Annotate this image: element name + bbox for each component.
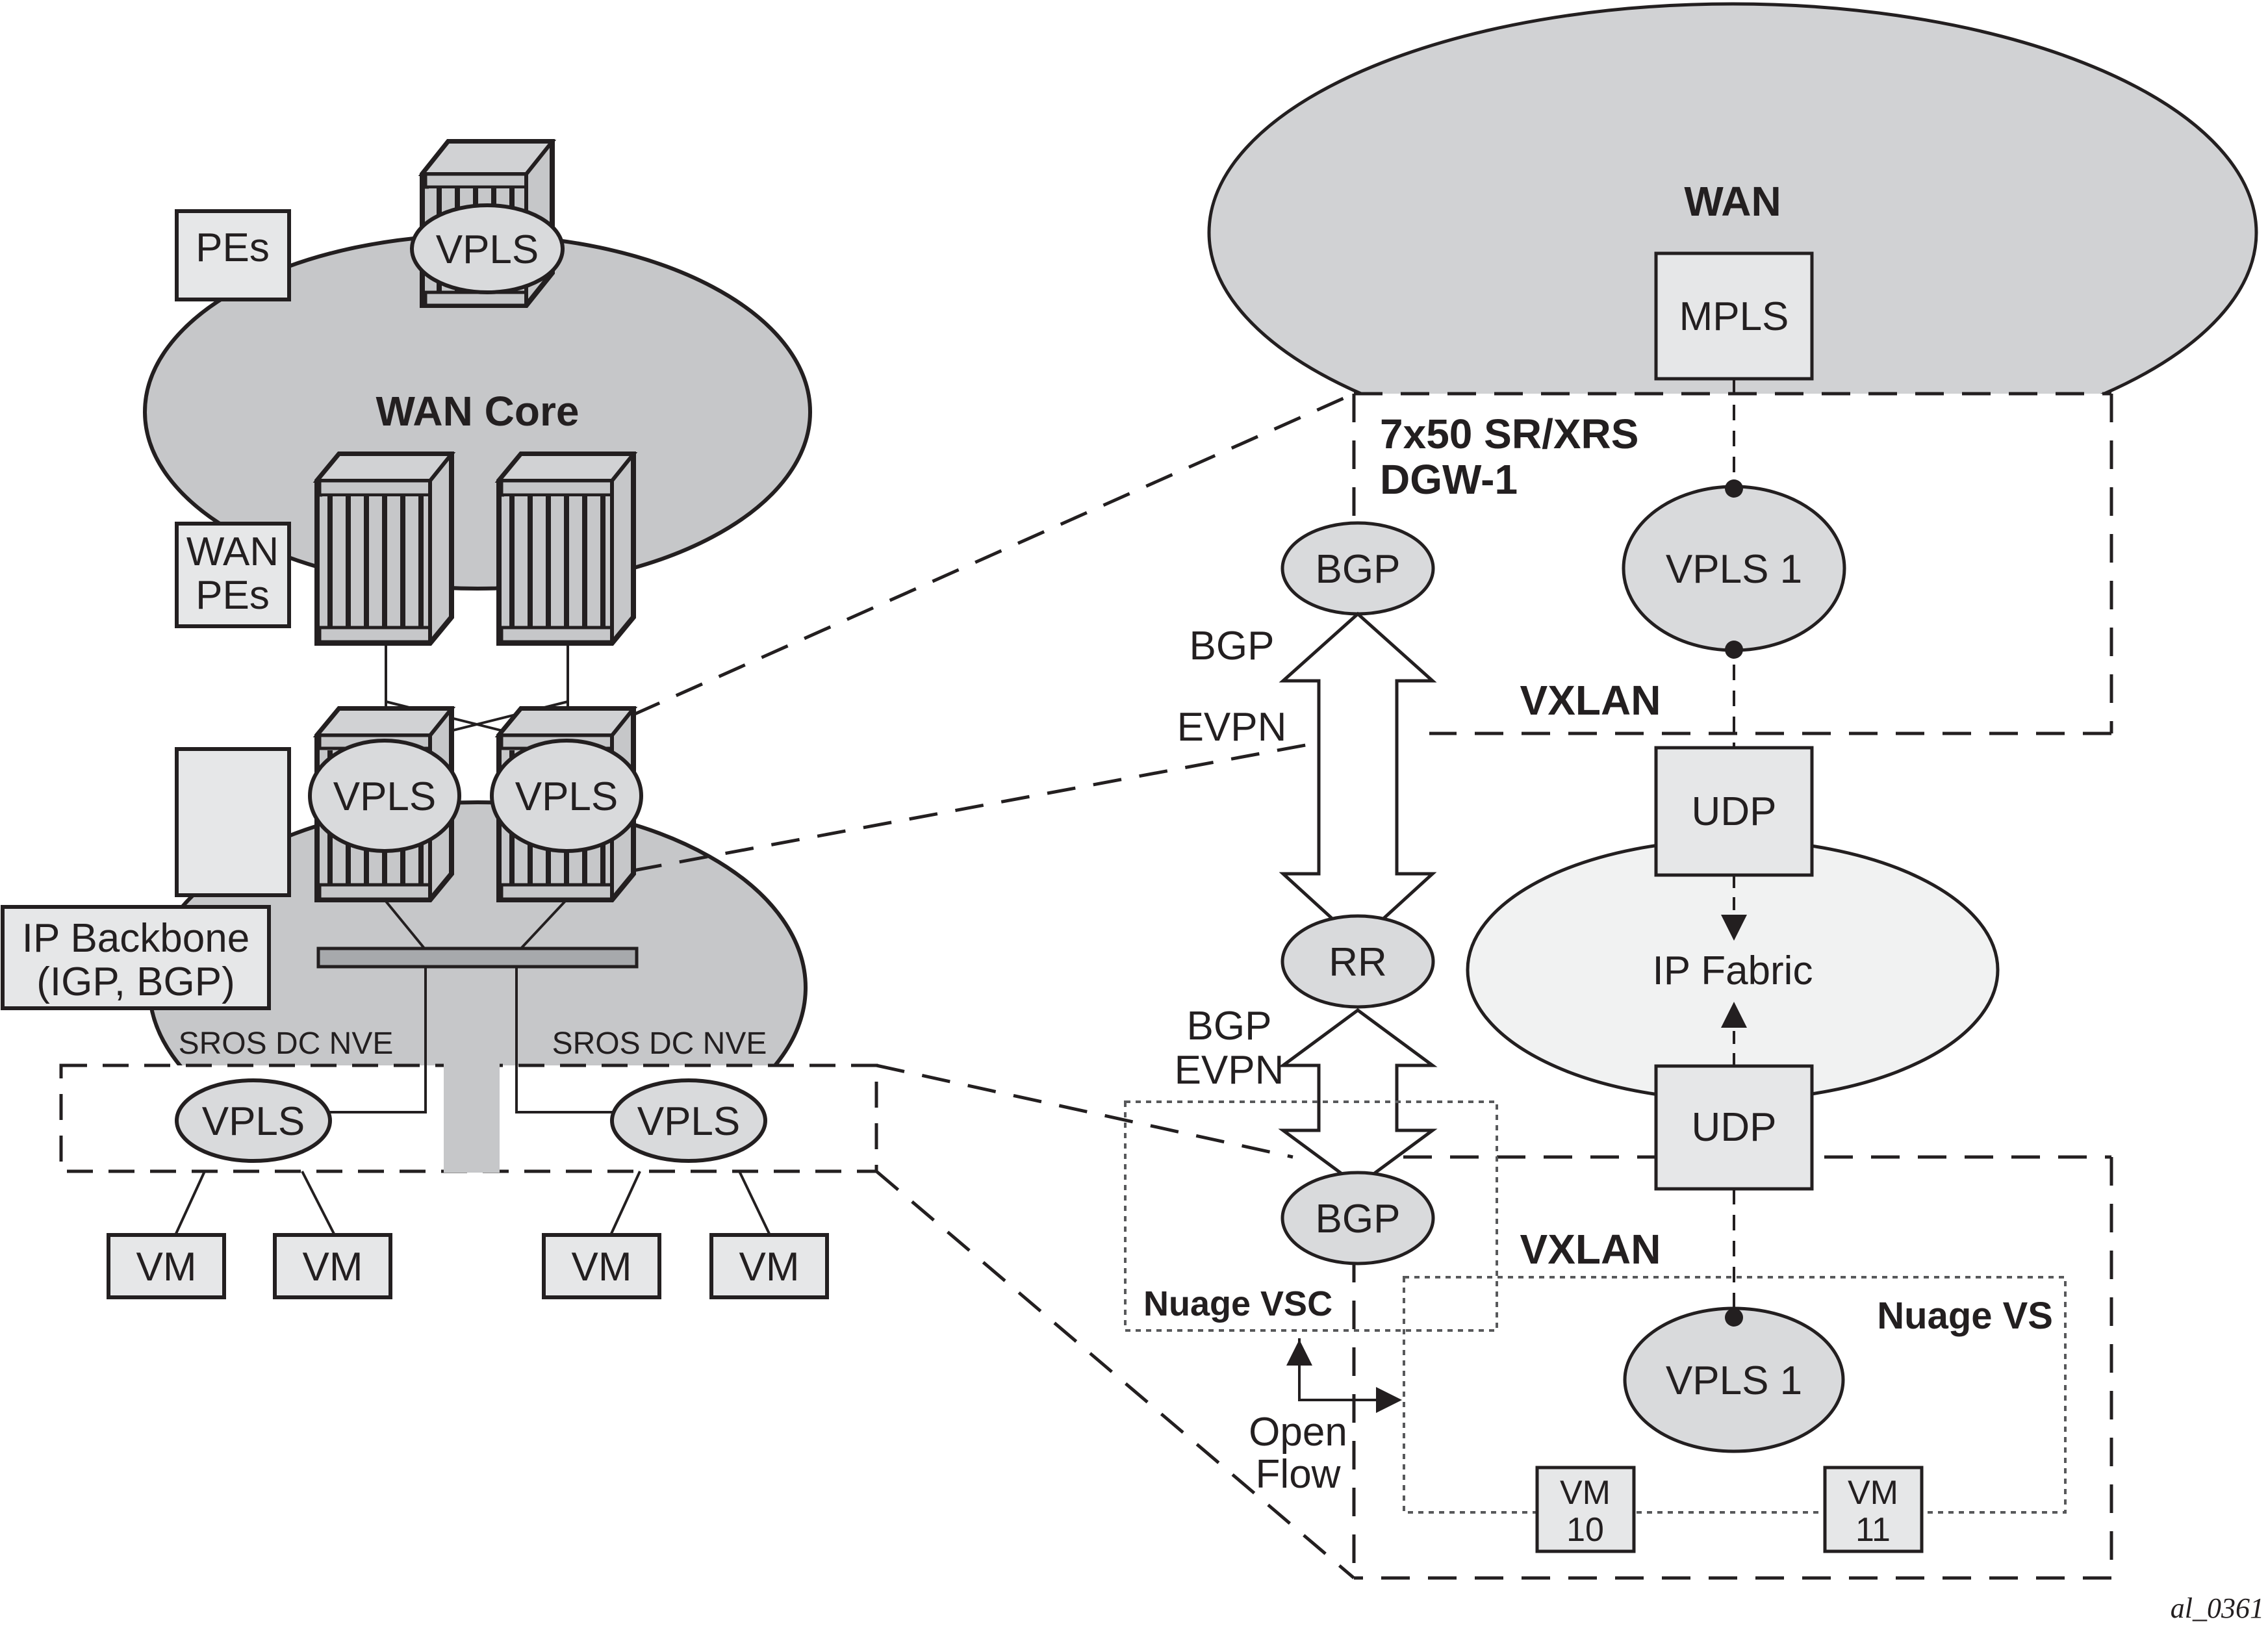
vm-10[interactable]: VM 10 [1535,1466,1636,1553]
dgw-label-line1: 7x50 SR/XRS [1380,411,1638,457]
nve-label-left: SROS DC NVE [179,1026,394,1061]
vpls1-bottom-port [1725,1308,1743,1327]
dc-pes-label-box [175,747,291,897]
wan-pes-label-box [175,522,291,628]
udp-top-box[interactable] [1654,746,1814,877]
openflow-arrow [1286,1338,1402,1413]
vm-3[interactable]: VM [542,1233,661,1299]
wan-pes-label-line1: WAN [186,529,279,574]
vm-11[interactable]: VM 11 [1823,1466,1924,1553]
wan-pes-label-line2: PEs [196,573,270,618]
vm-1[interactable]: VM [107,1233,226,1299]
bgp-evpn-arrow-top [1279,611,1437,945]
bgp-evpn-bottom-line2: EVPN [1175,1048,1284,1093]
nve-dashed-box [59,1063,878,1173]
udp-top-label: UDP [1692,789,1777,834]
dgw-label-line2: DGW-1 [1380,456,1518,503]
vm-3-label: VM [572,1245,632,1290]
rr-label: RR [1329,940,1387,985]
pes-label: PEs [196,225,270,270]
vm-4[interactable]: VM [709,1233,829,1299]
vm-4-label: VM [739,1245,800,1290]
udp-bottom-label: UDP [1692,1105,1777,1150]
vm-2[interactable]: VM [273,1233,392,1299]
bgp-evpn-bottom-line1: BGP [1187,1004,1272,1049]
top-vpls-oval[interactable] [410,203,565,294]
pes-label-box [175,209,291,301]
wan-core-label: WAN Core [376,388,580,435]
wan-pe-router-2 [494,452,638,646]
nve-vpls-oval-left[interactable] [175,1078,332,1163]
mpls-label: MPLS [1679,294,1789,339]
bgp-bottom-label: BGP [1316,1197,1401,1241]
vm-11-line2: 11 [1855,1511,1891,1549]
wan-cloud [1207,2,2258,394]
openflow-line1: Open [1249,1410,1347,1455]
vm-10-line1: VM [1560,1474,1611,1512]
backbone-switch-bar [316,947,639,969]
ip-backbone-label-line2: (IGP, BGP) [36,960,235,1004]
bgp-evpn-top-line2: EVPN [1177,705,1287,750]
udp-bottom-box[interactable] [1654,1064,1814,1191]
ip-fabric-label: IP Fabric [1653,948,1813,993]
bgp-evpn-top-line1: BGP [1190,624,1275,668]
vm-11-line1: VM [1848,1474,1898,1512]
vpls1-top-port-upper [1725,479,1743,498]
bgp-evpn-arrow-bottom [1278,1008,1438,1188]
nuage-vs-label: Nuage VS [1877,1295,2053,1337]
dc-pe-vpls-oval-1[interactable] [308,739,461,853]
ip-backbone-label-line1: IP Backbone [22,916,249,961]
nuage-vs-box [1403,1276,2067,1514]
vpls1-top-label: VPLS 1 [1666,547,1802,592]
vxlan-top-label: VXLAN [1520,677,1661,724]
nve-vpls-oval-right[interactable] [610,1078,767,1163]
vpls1-top-port-lower [1725,641,1743,659]
bgp-bottom-oval[interactable] [1281,1171,1435,1266]
nuage-vsc-label: Nuage VSC [1143,1284,1332,1323]
openflow-line2: Flow [1256,1452,1341,1497]
vm-1-label: VM [136,1245,197,1290]
nuage-vsc-box [1124,1100,1498,1332]
vm-2-label: VM [303,1245,363,1290]
vm-10-line2: 10 [1566,1511,1604,1549]
wan-label: WAN [1684,178,1781,225]
mpls-box[interactable] [1654,251,1814,381]
nve-label-right: SROS DC NVE [552,1026,767,1061]
vxlan-bottom-label: VXLAN [1520,1226,1661,1273]
ip-backbone-label-box [1,905,271,1010]
top-vpls-label: VPLS [436,227,539,272]
dc-pe-vpls-label-2: VPLS [515,774,618,819]
bgp-top-label: BGP [1316,547,1401,592]
figure-id-caption: al_0361 [2171,1592,2264,1624]
zoom-connector-lines [632,392,1355,1579]
dc-pe-vpls-label-1: VPLS [333,774,437,819]
vm-links [174,1171,771,1236]
nve-vpls-label-left: VPLS [202,1099,305,1144]
rr-oval[interactable] [1281,914,1435,1009]
wan-pe-router-1 [312,452,456,646]
nve-vpls-label-right: VPLS [637,1099,741,1144]
dc-pe-vpls-oval-2[interactable] [490,739,643,853]
vpls1-bottom-label: VPLS 1 [1666,1358,1802,1403]
